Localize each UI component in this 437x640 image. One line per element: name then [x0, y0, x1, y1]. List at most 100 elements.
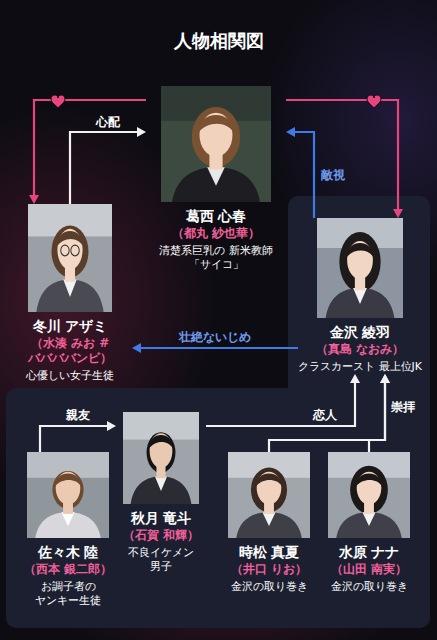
collar	[207, 167, 225, 186]
connector-line	[269, 382, 385, 452]
portrait-art	[328, 452, 410, 538]
hair-top	[346, 243, 374, 258]
shoulders	[172, 167, 260, 202]
portrait	[161, 86, 271, 202]
actor-name: （都丸 紗也華）	[146, 226, 286, 241]
character-box: 佐々木 陸（西本 銀二郎） お調子者の ヤンキー生徒	[14, 452, 122, 608]
arrowhead	[380, 374, 390, 383]
arrowhead	[393, 209, 403, 218]
hair-top	[256, 474, 282, 487]
character-name: 時松 真夏	[220, 544, 318, 561]
hair-back	[52, 471, 83, 509]
heart-symbol	[51, 95, 65, 108]
relation-label: 恋人	[313, 408, 337, 422]
portrait-art	[317, 218, 403, 318]
relation-connector	[286, 127, 314, 218]
relation-connector	[206, 374, 360, 426]
connector-line	[40, 426, 108, 452]
relation-connector	[269, 374, 390, 452]
character-description: 金沢の取り巻き	[320, 580, 418, 594]
relation-connector	[286, 100, 403, 218]
connector-line	[369, 382, 385, 452]
photo-ground	[123, 412, 199, 504]
group-panel	[288, 196, 430, 408]
character-name: 金沢 綾羽	[298, 324, 422, 341]
arrowhead	[29, 195, 39, 204]
relation-connector	[70, 127, 146, 204]
character-box: 水原 ナナ（山田 南実）金沢の取り巻き	[320, 452, 418, 594]
actor-name: （水湊 みお #ババババンビ）	[8, 336, 132, 366]
collar	[262, 512, 275, 526]
character-box: 冬川 アザミ（水湊 みお #ババババンビ） 心優しい女子生徒	[8, 204, 132, 383]
shoulders	[326, 288, 395, 318]
hair-back	[350, 466, 388, 514]
character-description: 心優しい女子生徒	[8, 369, 132, 383]
photo-ground	[27, 452, 109, 538]
portrait-art	[123, 412, 199, 504]
relation-label: 敵視	[321, 168, 345, 182]
face	[347, 241, 373, 279]
arrowhead	[380, 374, 390, 383]
shoulders	[36, 280, 103, 312]
collar	[353, 288, 367, 304]
face	[357, 472, 382, 505]
shoulders	[236, 512, 302, 538]
photo-ground	[28, 204, 112, 312]
hair-top	[198, 115, 233, 132]
relation-label: 心配	[96, 115, 120, 129]
diagram-title: 人物相関図	[0, 30, 437, 52]
character-name: 秋月 竜斗	[116, 510, 206, 527]
connector-line	[286, 100, 398, 210]
actor-name: （西本 銀二郎）	[14, 562, 122, 577]
glasses	[61, 245, 69, 256]
portrait	[228, 452, 310, 538]
hair-top	[356, 474, 382, 487]
arrowhead	[132, 343, 141, 353]
portrait	[328, 452, 410, 538]
photo-ground	[228, 452, 310, 538]
relation-connector	[40, 421, 116, 452]
character-name: 冬川 アザミ	[8, 318, 132, 335]
arrowhead	[107, 421, 116, 431]
shoulders	[131, 476, 192, 504]
collar	[63, 280, 76, 297]
character-name: 佐々木 陸	[14, 544, 122, 561]
portrait-art	[161, 86, 271, 202]
hair-back	[147, 432, 176, 472]
character-box: 時松 真夏（井口 りお）金沢の取り巻き	[220, 452, 318, 594]
hair-top	[55, 474, 81, 487]
face	[150, 433, 173, 468]
shoulders	[336, 512, 402, 538]
relation-connector	[29, 100, 146, 204]
connector-line	[70, 132, 138, 204]
collar	[61, 512, 74, 526]
connector-line	[140, 347, 298, 349]
hair-top	[57, 231, 84, 247]
face	[57, 229, 82, 270]
relation-connector	[369, 374, 390, 452]
character-description: 清楚系巨乳の 新米教師「サイコ」	[146, 244, 286, 272]
relation-label: 崇拝	[391, 400, 415, 414]
face	[56, 472, 81, 505]
portrait	[28, 204, 112, 312]
character-description: お調子者の ヤンキー生徒	[14, 580, 122, 608]
character-box: 秋月 竜斗（石賀 和輝）不良イケメン 男子	[116, 412, 206, 574]
hair-top	[149, 435, 173, 449]
portrait-art	[27, 452, 109, 538]
character-name: 葛西 心春	[146, 208, 286, 225]
relation-label: 壮絶ないじめ	[179, 330, 251, 344]
relation-label: 親友	[66, 408, 90, 422]
character-box: 金沢 綾羽（真島 なおみ）クラスカースト 最上位JK	[298, 218, 422, 374]
shoulders	[35, 512, 101, 538]
portrait	[27, 452, 109, 538]
heart-symbol	[367, 95, 381, 108]
connector-line	[206, 382, 355, 426]
photo-ground	[161, 86, 271, 202]
connector-line	[294, 132, 314, 218]
arrowhead	[286, 127, 295, 137]
relation-connector	[132, 343, 298, 353]
character-description: 金沢の取り巻き	[220, 580, 318, 594]
character-description: クラスカースト 最上位JK	[298, 360, 422, 374]
actor-name: （石賀 和輝）	[116, 528, 206, 543]
